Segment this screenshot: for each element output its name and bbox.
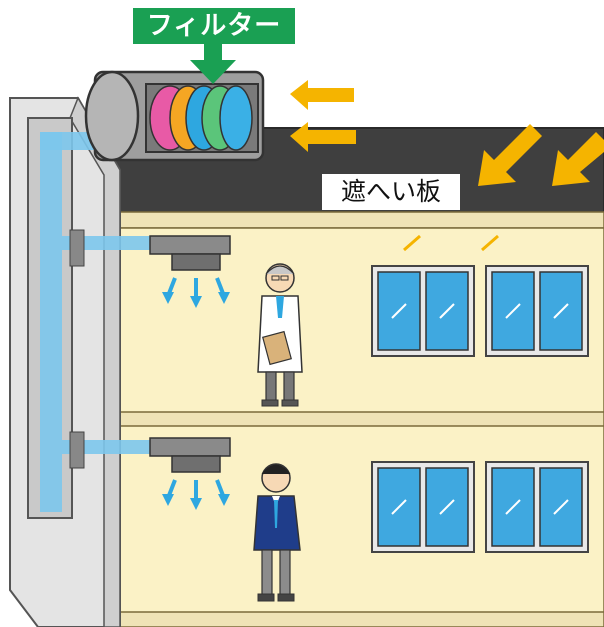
filter-unit: [86, 72, 263, 160]
filter-disc-5: [220, 86, 252, 150]
duct-airflow: [40, 132, 62, 512]
bracket-2: [70, 432, 84, 468]
roof-cornice: [120, 212, 604, 228]
filter-label: フィルター: [133, 8, 295, 44]
shade-plate-label: 遮へい板: [322, 174, 460, 210]
outside-air-arrow-icon: [290, 80, 354, 110]
bracket-1: [70, 230, 84, 266]
floor-divider: [120, 412, 604, 426]
filter-housing-end: [86, 72, 138, 160]
ground-line: [120, 612, 604, 627]
